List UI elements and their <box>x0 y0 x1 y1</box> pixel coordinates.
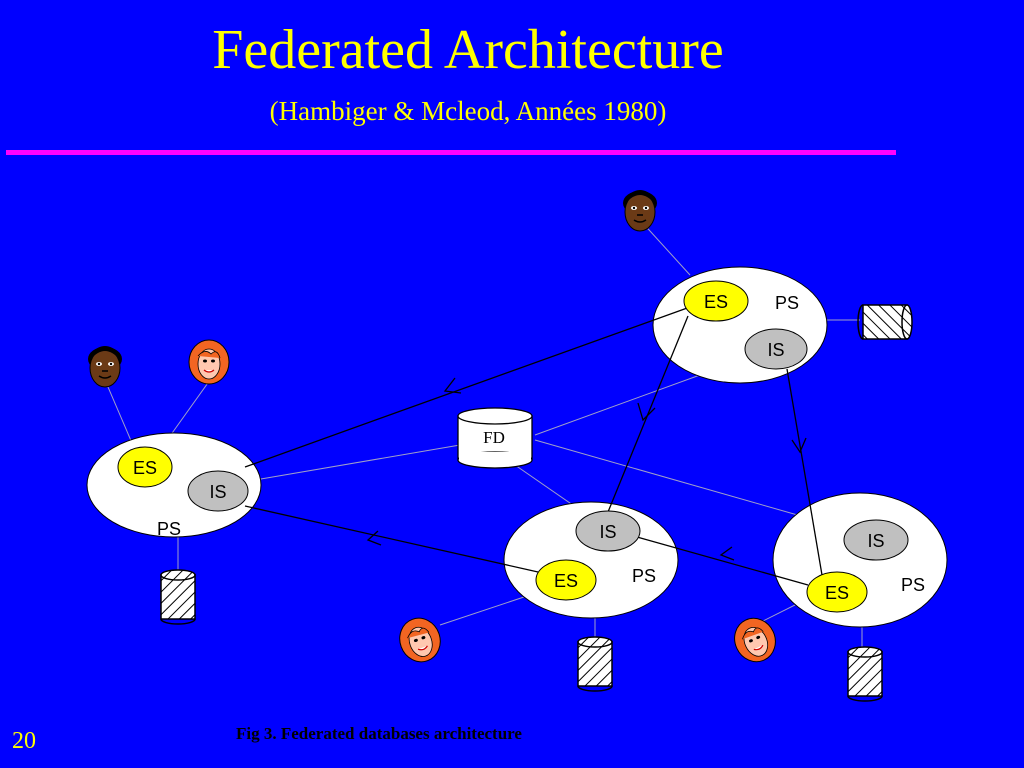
link-right-es-to-middle-is <box>636 536 809 586</box>
site-left-export-label: ES <box>133 458 157 478</box>
title-divider <box>6 150 896 155</box>
link-top-es-to-left-is <box>244 306 691 468</box>
site-top-import-label: IS <box>767 340 784 360</box>
site-top-import-schema[interactable] <box>744 328 808 370</box>
site-top-process-label: PS <box>775 293 799 313</box>
slide-subtitle: (Hambiger & Mcleod, Années 1980) <box>269 96 667 126</box>
figure-caption: Fig 3. Federated databases architecture <box>236 724 522 743</box>
site-right-process-label: PS <box>901 575 925 595</box>
site-right-import-label: IS <box>867 531 884 551</box>
page-number: 20 <box>12 728 36 754</box>
site-middle-import-schema[interactable] <box>575 510 641 552</box>
site-right-export-label: ES <box>825 583 849 603</box>
user-man-icon <box>622 189 658 232</box>
slide-title: Federated Architecture <box>212 19 724 81</box>
store-label: FD <box>483 428 505 447</box>
database-icon <box>847 646 883 702</box>
link-middle-es-to-left-is <box>244 505 539 573</box>
connector-lines <box>104 219 863 650</box>
site-top-export-schema[interactable] <box>683 280 749 322</box>
user-woman-icon <box>393 611 447 669</box>
user-man-icon <box>87 345 123 388</box>
database-icon <box>857 304 913 340</box>
site-left-import-label: IS <box>209 482 226 502</box>
arrow-middle-es-to-left-is <box>366 530 382 546</box>
database-icon <box>160 569 196 625</box>
site-top-export-label: ES <box>704 292 728 312</box>
user-woman-icon <box>726 611 784 669</box>
schema-links <box>244 306 823 586</box>
site-left-import-schema[interactable] <box>187 470 249 512</box>
site-top-circle[interactable] <box>652 266 828 384</box>
link-top-is-to-right-es <box>786 368 823 576</box>
site-middle-import-label: IS <box>599 522 616 542</box>
site-right-circle[interactable] <box>772 492 948 628</box>
arrow-top-is-to-right-es <box>791 437 807 454</box>
federated-dictionary-store[interactable]: FD <box>457 407 533 469</box>
site-right-export-schema[interactable] <box>806 571 868 613</box>
site-left-export-schema[interactable] <box>117 446 173 488</box>
database-icon <box>577 636 613 692</box>
user-woman-icon <box>188 339 230 385</box>
site-left-process-label: PS <box>157 519 181 539</box>
site-middle-export-label: ES <box>554 571 578 591</box>
arrow-top-es-to-left-is <box>443 377 462 394</box>
arrow-top-es-to-middle-is <box>637 402 656 422</box>
site-right-import-schema[interactable] <box>843 519 909 561</box>
link-top-es-to-middle-is <box>607 315 689 513</box>
site-middle-export-schema[interactable] <box>535 559 597 601</box>
arrow-right-es-to-middle-is <box>719 546 735 561</box>
site-middle-process-label: PS <box>632 566 656 586</box>
